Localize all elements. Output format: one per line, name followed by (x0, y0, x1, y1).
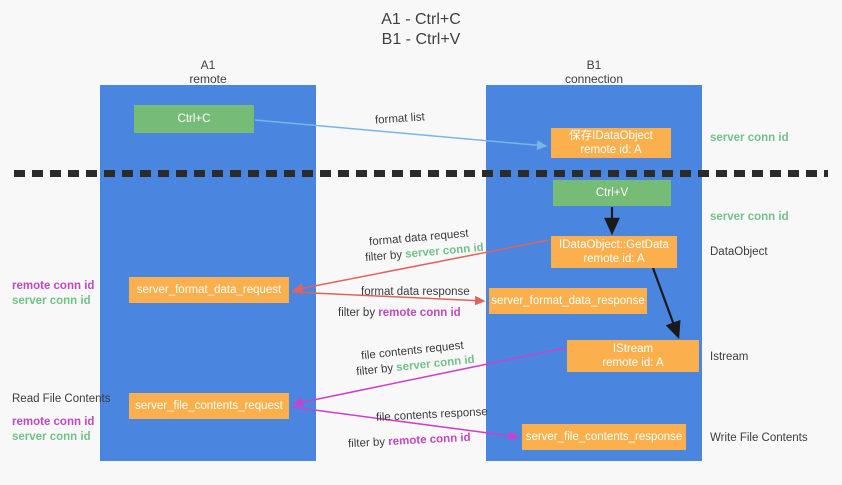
annotation-server-conn-id-top: server conn id (710, 132, 789, 144)
node-save-dataobject-label: 保存IDataObject (569, 130, 653, 142)
annotation-server-conn-id-left-1: server conn id (12, 295, 91, 307)
node-ctrl-c-label: Ctrl+C (177, 113, 211, 125)
phase-divider (14, 170, 828, 177)
node-istream-label: IStream (612, 343, 654, 355)
filter-prefix-1: filter by (364, 248, 406, 265)
annotation-istream: Istream (710, 351, 749, 363)
title-line-1: A1 - Ctrl+C (381, 11, 461, 28)
node-file-contents-request-label: server_file_contents_request (135, 400, 283, 412)
lane-header-b1-name: B1 (586, 58, 602, 72)
node-getdata-label: IDataObject::GetData (559, 239, 669, 251)
lane-header-b1: B1 connection (486, 58, 702, 86)
annotation-remote-conn-id-2: remote conn id (12, 416, 95, 428)
annotation-conn-ids-bottom: remote conn id server conn id (12, 415, 94, 445)
annotation-remote-conn-id-1: remote conn id (12, 280, 95, 292)
node-save-dataobject-sub: remote id: A (580, 144, 642, 156)
edge-label-filter-remote-conn-1: filter by remote conn id (338, 306, 461, 321)
filter-prefix-2: filter by (338, 307, 379, 319)
node-file-contents-response-label: server_file_contents_response (525, 431, 683, 443)
lane-header-a1-role: remote (189, 72, 227, 86)
filter-key-remote-conn-1: remote conn id (378, 307, 461, 319)
node-istream[interactable]: IStream remote id: A (567, 340, 699, 372)
annotation-server-conn-id-left-2: server conn id (12, 431, 91, 443)
node-ctrl-c[interactable]: Ctrl+C (134, 105, 254, 133)
edge-label-format-data-response: format data response (361, 286, 470, 298)
node-istream-sub: remote id: A (602, 357, 664, 369)
filter-key-remote-conn-2: remote conn id (387, 431, 471, 449)
annotation-write-file-contents: Write File Contents (710, 432, 808, 444)
node-format-data-request-label: server_format_data_request (136, 284, 282, 296)
node-save-dataobject[interactable]: 保存IDataObject remote id: A (551, 128, 671, 158)
node-format-data-request[interactable]: server_format_data_request (129, 277, 289, 303)
node-file-contents-response[interactable]: server_file_contents_response (522, 424, 686, 450)
filter-prefix-4: filter by (347, 436, 389, 451)
lane-header-a1-name: A1 (200, 58, 216, 72)
edge-label-filter-remote-conn-2: filter by remote conn id (348, 431, 471, 452)
node-format-data-response[interactable]: server_format_data_response (489, 288, 647, 314)
edge-label-format-list: format list (374, 111, 426, 127)
node-format-data-response-label: server_format_data_response (491, 295, 645, 307)
title-line-2: B1 - Ctrl+V (381, 31, 461, 48)
annotation-dataobject: DataObject (710, 246, 768, 258)
node-ctrl-v-label: Ctrl+V (595, 187, 629, 199)
node-ctrl-v[interactable]: Ctrl+V (553, 180, 671, 206)
filter-prefix-3: filter by (355, 362, 397, 379)
annotation-conn-ids-top: remote conn id server conn id (12, 279, 94, 309)
annotation-server-conn-id-second: server conn id (710, 211, 789, 223)
page-title: A1 - Ctrl+C B1 - Ctrl+V (0, 10, 842, 50)
node-getdata[interactable]: IDataObject::GetData remote id: A (551, 236, 677, 268)
annotation-read-file-contents: Read File Contents (12, 393, 111, 405)
lane-header-a1: A1 remote (100, 58, 316, 86)
lane-header-b1-role: connection (564, 72, 624, 86)
edge-label-file-contents-response: file contents response (375, 406, 489, 424)
node-getdata-sub: remote id: A (583, 253, 645, 265)
node-file-contents-request[interactable]: server_file_contents_request (129, 393, 289, 419)
